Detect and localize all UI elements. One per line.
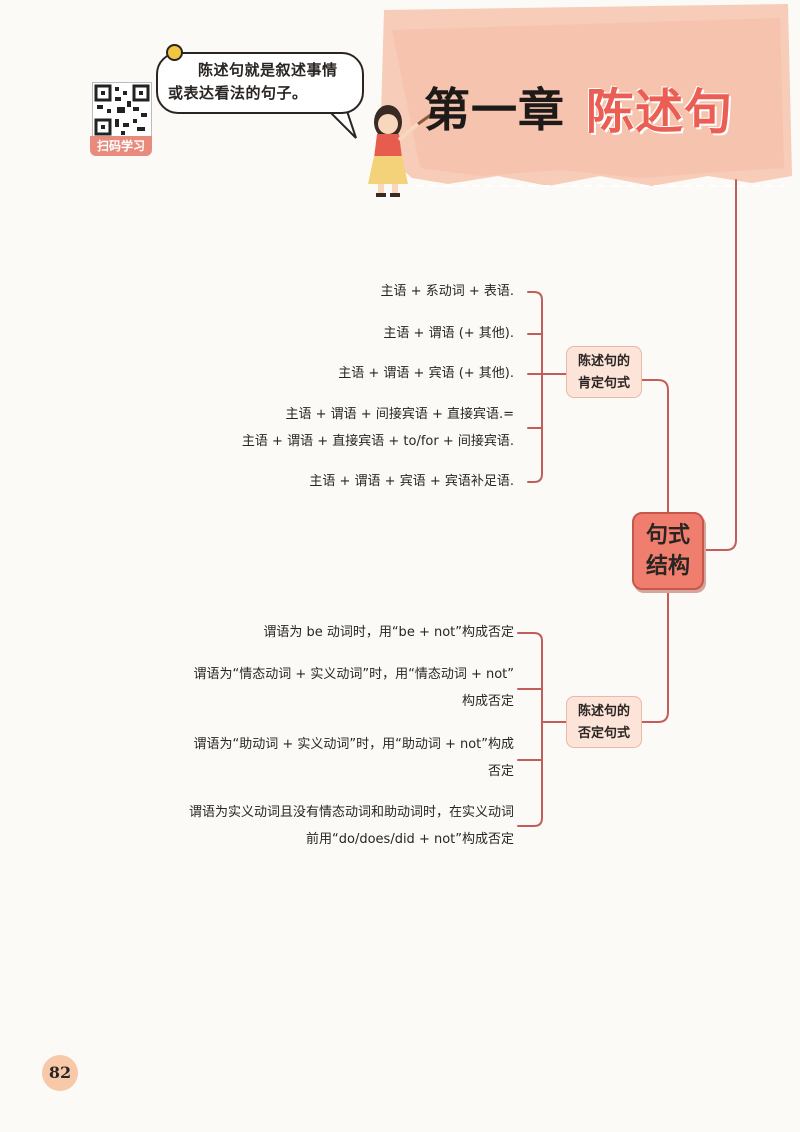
root-to-negative-line bbox=[641, 589, 669, 723]
list-item: 前用“do/does/did + not”构成否定 bbox=[306, 832, 514, 847]
teacher-icon bbox=[368, 105, 433, 197]
chapter-number: 第一章 bbox=[424, 83, 565, 137]
banner-to-root-line bbox=[705, 179, 737, 551]
list-item: 主语 + 系动词 + 表语. bbox=[380, 284, 514, 299]
root-node-line2: 结构 bbox=[645, 554, 690, 579]
list-item: 主语 + 谓语 + 宾语 + 宾语补足语. bbox=[309, 474, 514, 489]
list-item: 主语 + 谓语 + 间接宾语 + 直接宾语.= bbox=[285, 407, 515, 422]
list-item: 否定 bbox=[487, 764, 514, 779]
affirmative-node-line2: 肯定句式 bbox=[577, 376, 630, 391]
affirmative-bracket bbox=[527, 291, 543, 483]
negative-node-line2: 否定句式 bbox=[577, 726, 630, 741]
root-node: 句式 结构 bbox=[632, 512, 704, 590]
root-to-affirmative-line bbox=[641, 379, 669, 513]
list-item: 主语 + 谓语 (+ 其他). bbox=[383, 326, 514, 341]
qr-code-icon[interactable] bbox=[92, 82, 152, 138]
speech-bubble: 陈述句就是叙述事情或表达看法的句子。 bbox=[156, 52, 364, 114]
negative-node: 陈述句的 否定句式 bbox=[566, 696, 642, 748]
qr-label[interactable]: 扫码学习 bbox=[90, 136, 152, 156]
chapter-title: 陈述句 bbox=[586, 84, 734, 140]
list-item: 主语 + 谓语 + 直接宾语 + to/for + 间接宾语. bbox=[241, 434, 514, 449]
negative-bracket bbox=[517, 632, 543, 827]
chapter-banner bbox=[328, 4, 792, 197]
banner-background bbox=[380, 4, 792, 186]
list-item: 构成否定 bbox=[461, 694, 514, 709]
pin-icon bbox=[166, 44, 183, 61]
root-node-line1: 句式 bbox=[645, 523, 690, 548]
negative-node-line1: 陈述句的 bbox=[577, 704, 630, 719]
list-item: 谓语为实义动词且没有情态动词和助动词时，在实义动词 bbox=[188, 805, 514, 820]
list-item: 谓语为“助动词 + 实义动词”时，用“助动词 + not”构成 bbox=[193, 737, 514, 752]
list-item: 主语 + 谓语 + 宾语 (+ 其他). bbox=[338, 366, 514, 381]
page-number: 82 bbox=[42, 1055, 78, 1091]
list-item: 谓语为“情态动词 + 实义动词”时，用“情态动词 + not” bbox=[193, 667, 514, 682]
affirmative-node: 陈述句的 肯定句式 bbox=[566, 346, 642, 398]
affirmative-node-line1: 陈述句的 bbox=[577, 354, 630, 369]
list-item: 谓语为 be 动词时，用“be + not”构成否定 bbox=[263, 625, 514, 640]
